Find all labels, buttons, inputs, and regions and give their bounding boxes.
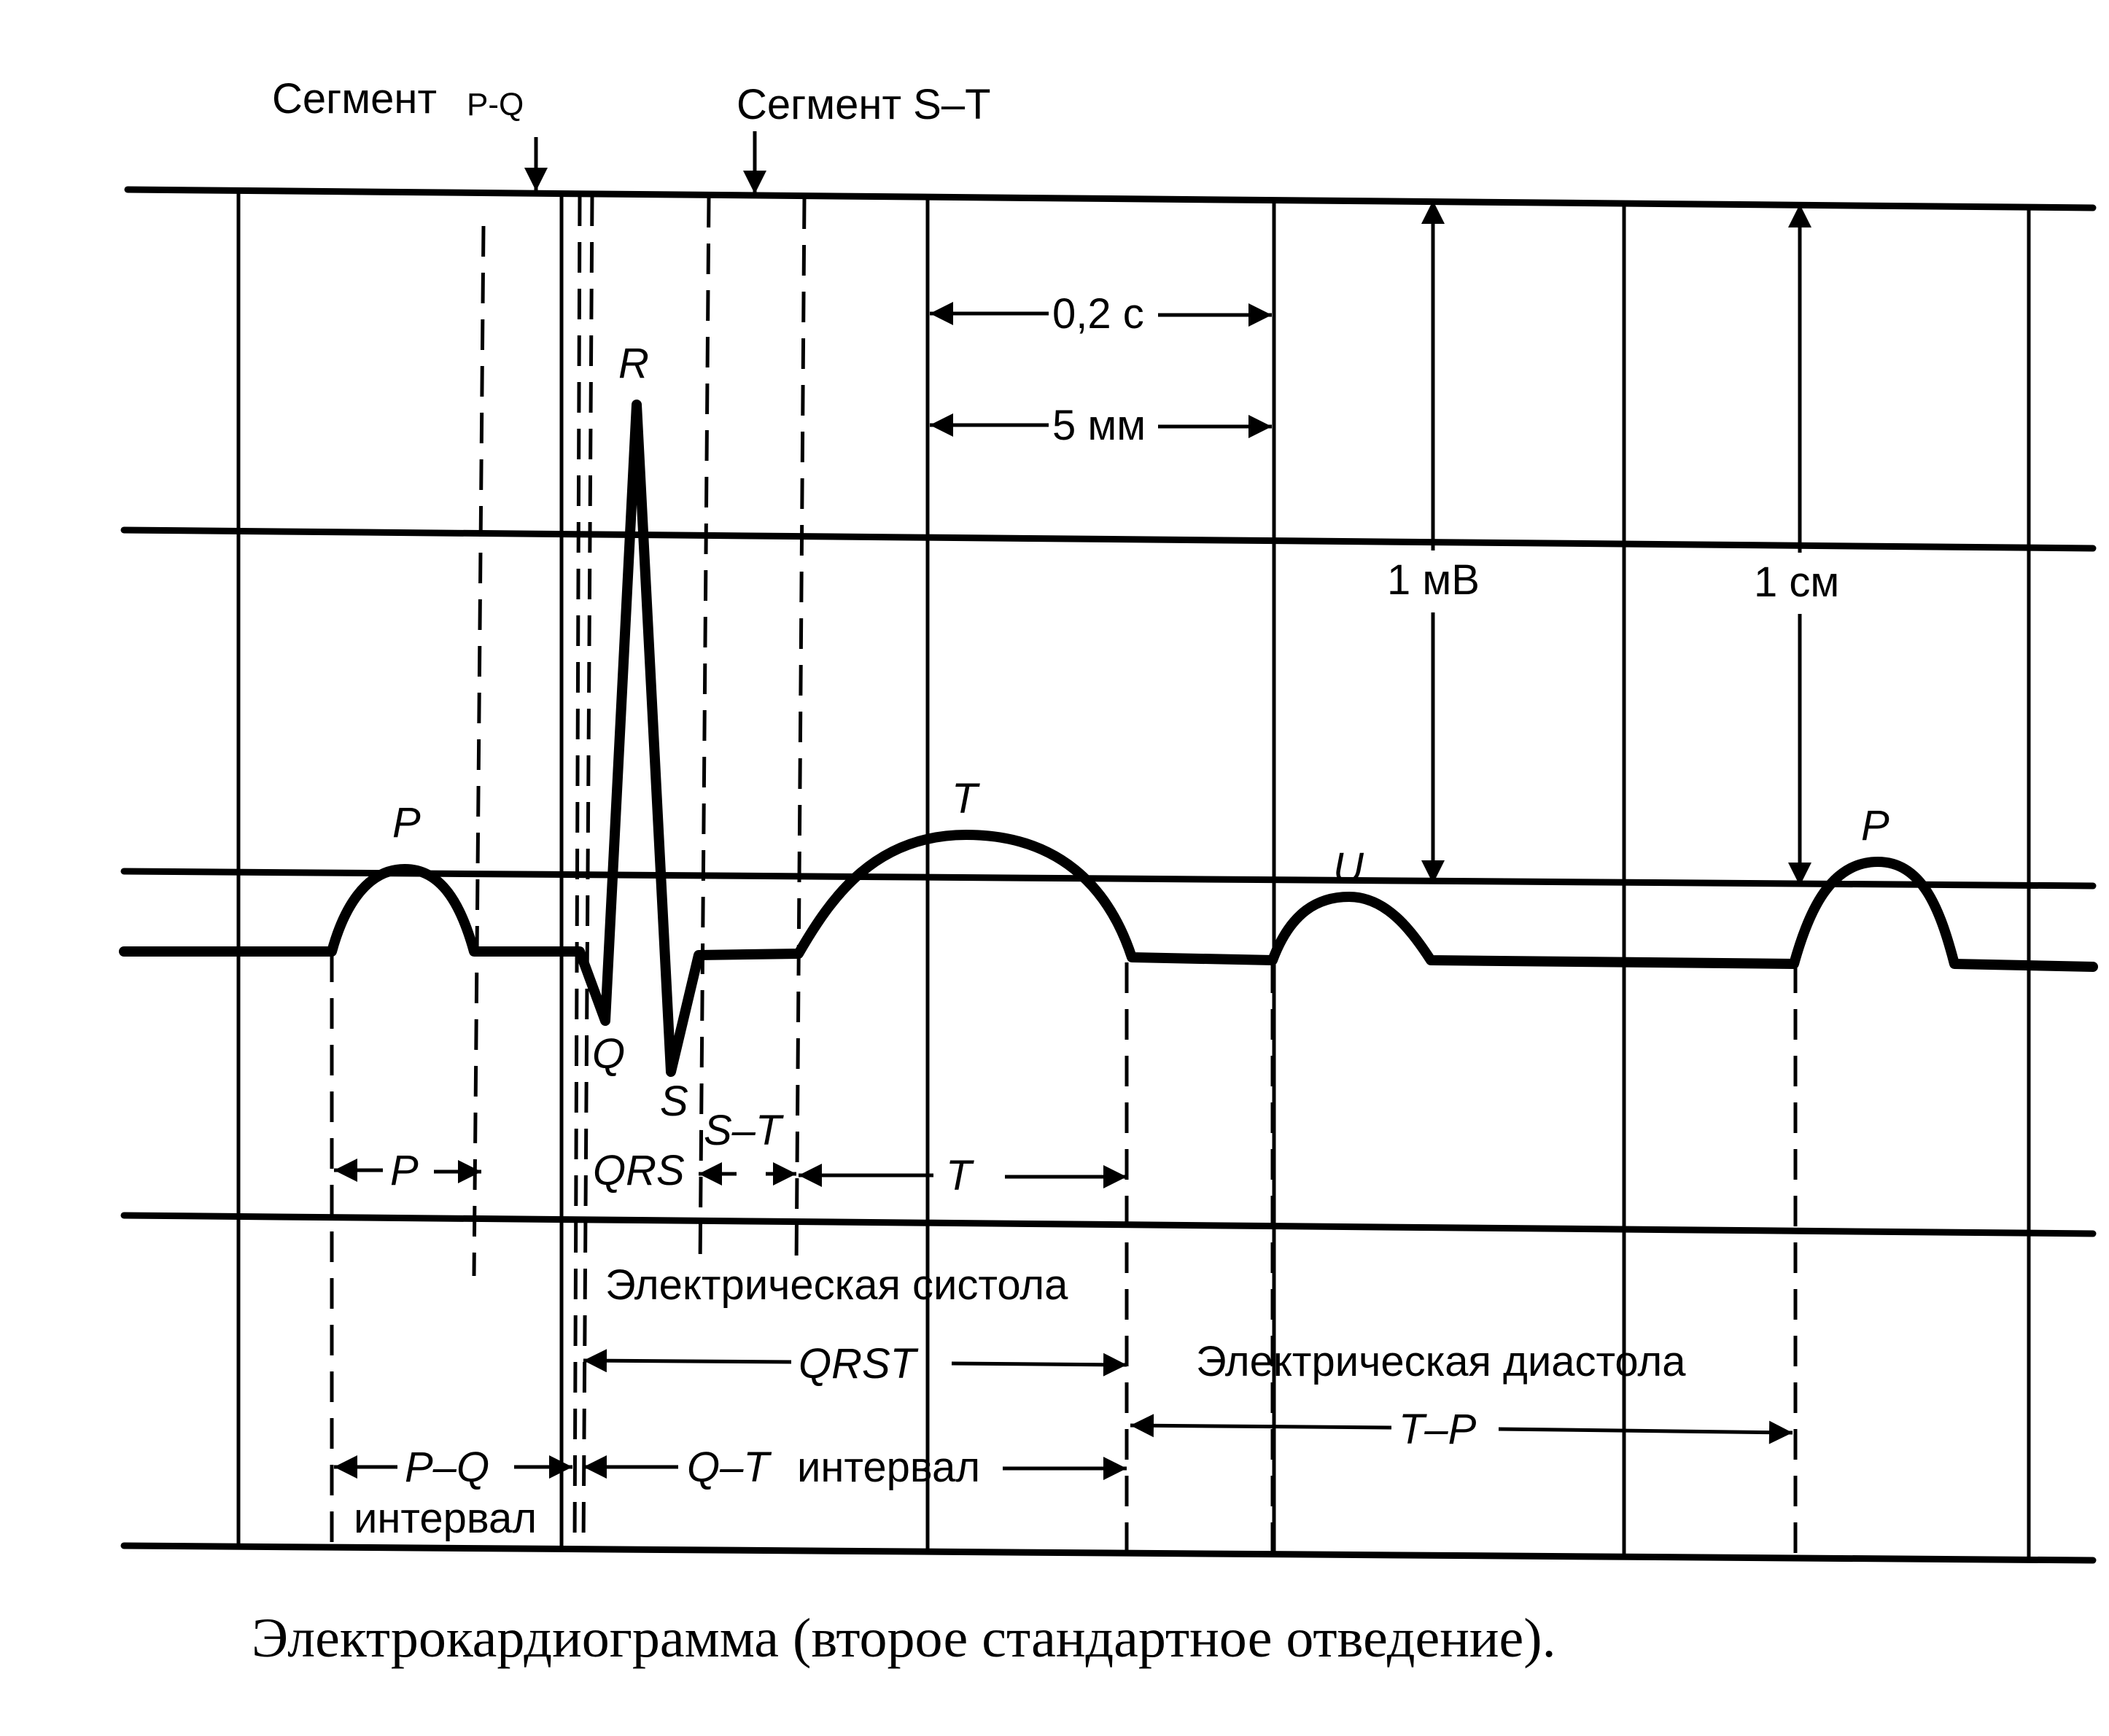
ecg-trace — [119, 400, 2098, 1077]
arrow-qrst-right — [951, 1352, 1127, 1377]
horizontal-grid — [120, 186, 2097, 1564]
wave-label-r: R — [618, 340, 649, 387]
dashed-lines — [330, 195, 1798, 1559]
interval-tp-label: T–P — [1399, 1406, 1477, 1453]
dash-q-start-b — [581, 195, 594, 1550]
figure-caption: Электрокардиограмма (второе стандартное … — [252, 1608, 1556, 1669]
grid-line-top — [124, 186, 2097, 211]
wave-label-p2: P — [1861, 802, 1889, 849]
wave-label-p1: P — [392, 799, 421, 846]
scale-distance-label: 5 мм — [1052, 402, 1146, 449]
segment-pq-label: Сегмент — [272, 75, 437, 122]
interval-st-label: S–T — [704, 1107, 784, 1154]
segment-pq-code: P-Q — [467, 87, 524, 122]
dash-p-end — [472, 225, 486, 1277]
arrow-tp-right — [1498, 1420, 1793, 1444]
wave-label-q: Q — [592, 1030, 625, 1078]
interval-pq-code: P–Q — [405, 1444, 489, 1491]
grid-line-upper — [120, 526, 2097, 552]
interval-pq-word: интервал — [354, 1495, 537, 1542]
interval-t-label: T — [946, 1152, 974, 1199]
dash-s-end — [698, 196, 711, 1269]
grid-line-mid — [120, 868, 2097, 890]
scale-voltage-label: 1 мВ — [1387, 556, 1480, 604]
grid-line-bottom — [120, 1542, 2097, 1564]
interval-p-label: P — [390, 1147, 419, 1194]
vertical-grid — [236, 191, 2031, 1560]
grid-line-lower — [120, 1212, 2097, 1237]
interval-qrst-label: QRST — [799, 1340, 919, 1387]
electrical-diastole-label: Электрическая диастола — [1196, 1338, 1686, 1385]
interval-qt-code: Q–T — [687, 1444, 772, 1491]
arrow-qrst-left — [583, 1349, 792, 1373]
dash-st-end — [794, 198, 807, 1269]
segment-arrows — [524, 131, 766, 194]
wave-label-s: S — [660, 1078, 688, 1125]
wave-label-u: U — [1333, 844, 1364, 892]
wave-label-t: T — [952, 775, 980, 822]
electrical-systole-label: Электрическая систола — [605, 1261, 1068, 1309]
scale-height-label: 1 см — [1754, 558, 1839, 606]
segment-st-label: Сегмент S–T — [737, 81, 991, 128]
interval-arrows — [334, 1159, 1793, 1480]
interval-qrs-label: QRS — [593, 1147, 685, 1194]
dash-q-start-a — [572, 195, 582, 1550]
scale-arrows — [930, 201, 1811, 886]
arrow-tp-left — [1130, 1414, 1392, 1438]
interval-qt-word: интервал — [797, 1444, 980, 1491]
scale-time-label: 0,2 с — [1052, 290, 1144, 338]
